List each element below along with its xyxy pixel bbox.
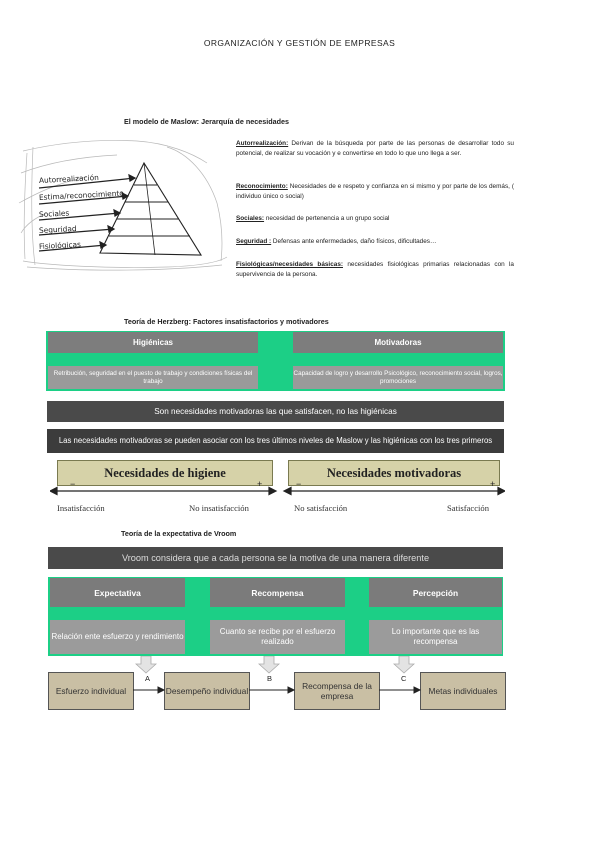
vroom-head-percepcion: Percepción: [369, 578, 502, 607]
herzberg-axes: [50, 486, 505, 496]
label-satisfaccion: Satisfacción: [447, 503, 489, 513]
maslow-item-fisiologicas: Fisiológicas/necesidades básicas: necesi…: [236, 261, 514, 278]
vroom-head-expectativa: Expectativa: [50, 578, 185, 607]
plus-sign-2: +: [490, 479, 496, 489]
maslow-item-reconocimiento: Reconocimiento: Necesidades de e respeto…: [236, 183, 514, 200]
minus-sign-1: −: [70, 479, 76, 489]
herzberg-bar-1: Son necesidades motivadoras las que sati…: [47, 401, 504, 422]
herzberg-title: Teoría de Herzberg: Factores insatisfact…: [124, 317, 329, 326]
flow-letter-a: A: [145, 674, 151, 683]
flow-letter-c: C: [401, 674, 407, 683]
box-necesidades-higiene: Necesidades de higiene: [57, 460, 273, 486]
flow-letter-b: B: [267, 674, 273, 683]
label-no-satisfaccion: No satisfacción: [294, 503, 348, 513]
vroom-bar: Vroom considera que a cada persona se la…: [48, 547, 503, 569]
vroom-sub-percepcion: Lo importante que es las recompensa: [369, 620, 502, 654]
maslow-pyramid-figure: Autorrealización Estima/reconocimiento S…: [17, 133, 230, 273]
maslow-item-sociales: Sociales: necesidad de pertenencia a un …: [236, 215, 390, 222]
maslow-title: El modelo de Maslow: Jerarquía de necesi…: [124, 117, 289, 126]
pyramid-sketch: [18, 140, 228, 271]
vroom-sub-recompensa: Cuanto se recibe por el esfuerzo realiza…: [210, 620, 345, 654]
down-arrow-icon: [135, 656, 157, 674]
vroom-head-recompensa: Recompensa: [210, 578, 345, 607]
box-necesidades-motivadoras: Necesidades motivadoras: [288, 460, 500, 486]
page-header: ORGANIZACIÓN Y GESTIÓN DE EMPRESAS: [203, 38, 396, 48]
herzberg-head-motivadoras: Motivadoras: [293, 332, 503, 353]
minus-sign-2: −: [296, 479, 302, 489]
vroom-title: Teoría de la expectativa de Vroom: [121, 529, 237, 538]
flow-arrows: [133, 686, 422, 694]
maslow-item-seguridad: Seguridad : Defensas ante enfermedades, …: [236, 238, 437, 245]
maslow-item-autorrealizacion: Autorrealización: Derivan de la búsqueda…: [236, 140, 514, 157]
down-arrow-icon: [258, 656, 280, 674]
flow-box-recompensa: Recompensa de la empresa: [294, 672, 380, 710]
vroom-sub-expectativa: Relación ente esfuerzo y rendimiento: [50, 620, 185, 654]
herzberg-sub-motivadoras: Capacidad de logro y desarrollo Psicológ…: [293, 366, 503, 389]
herzberg-head-higienicas: Higiénicas: [48, 332, 258, 353]
herzberg-bar-2: Las necesidades motivadoras se pueden as…: [47, 429, 504, 453]
pyramid-label-3: Sociales: [38, 208, 70, 219]
label-no-insatisfaccion: No insatisfacción: [189, 503, 249, 513]
label-insatisfaccion: Insatisfacción: [57, 503, 105, 513]
flow-box-metas: Metas individuales: [420, 672, 506, 710]
down-arrow-icon: [393, 656, 415, 674]
flow-box-esfuerzo: Esfuerzo individual: [48, 672, 134, 710]
flow-box-desempeno: Desempeño individual: [164, 672, 250, 710]
herzberg-sub-higienicas: Retribución, seguridad en el puesto de t…: [48, 366, 258, 389]
plus-sign-1: +: [257, 479, 263, 489]
